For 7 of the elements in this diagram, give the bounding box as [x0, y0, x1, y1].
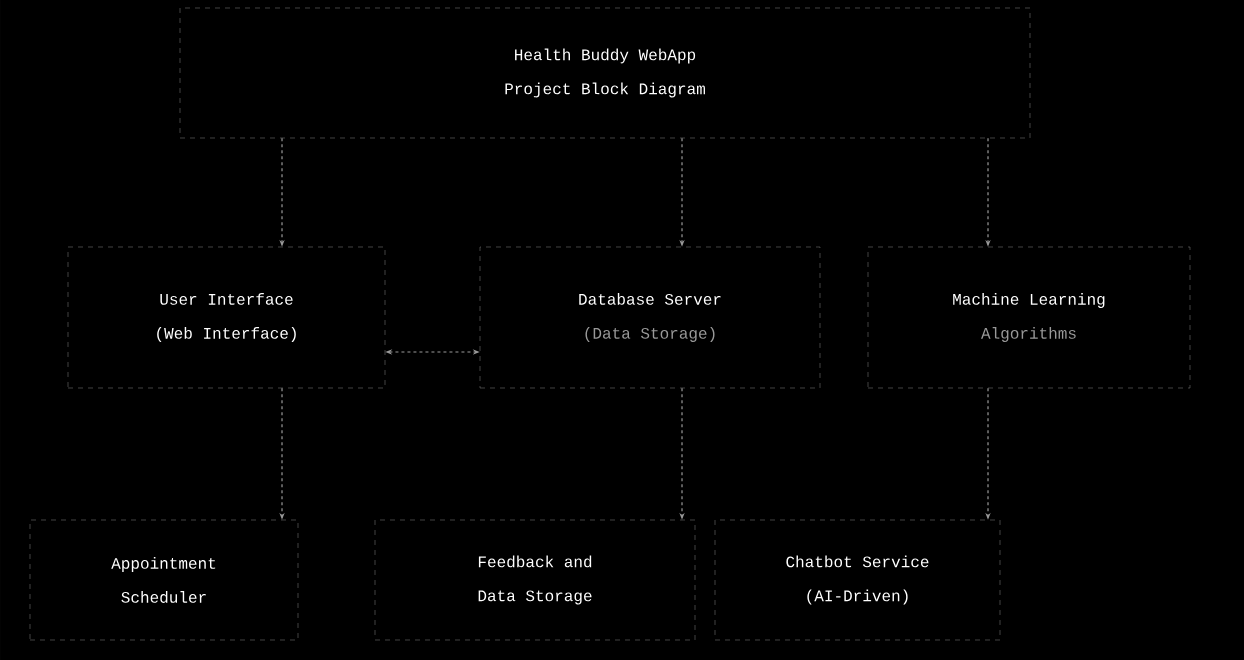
process-box: Appointment Scheduler: [29, 519, 299, 641]
process-box: Feedback and Data Storage: [374, 519, 696, 641]
process-box: User Interface (Web Interface): [67, 246, 386, 389]
title-box: Health Buddy WebApp Project Block Diagram: [179, 7, 1031, 139]
process-box: Chatbot Service (AI-Driven): [714, 519, 1001, 641]
process-box: Machine Learning Algorithms: [867, 246, 1191, 389]
process-box: Database Server (Data Storage): [479, 246, 821, 389]
